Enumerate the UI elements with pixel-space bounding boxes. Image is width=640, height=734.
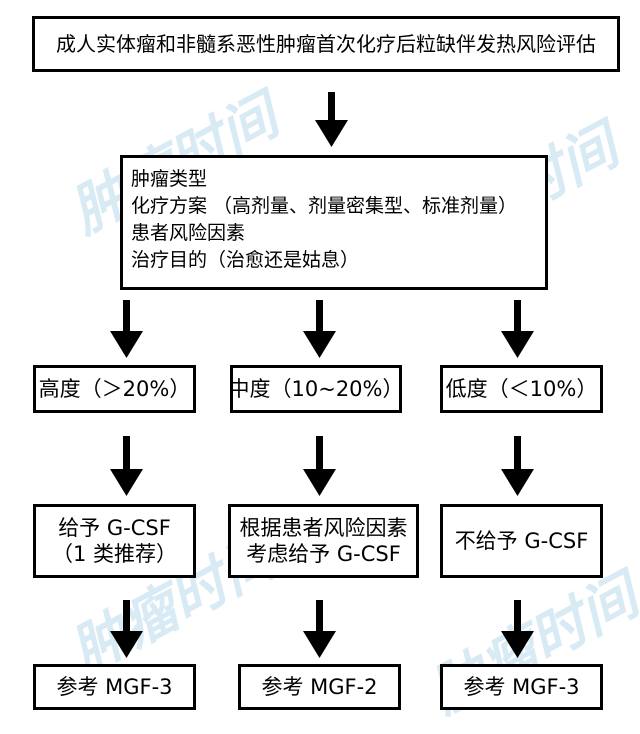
arrow-head <box>303 631 336 658</box>
arrow-shaft <box>316 436 323 471</box>
arrow-head <box>501 469 534 496</box>
arrow-head <box>315 120 348 147</box>
action-medium-line1: 根据患者风险因素 <box>239 515 408 540</box>
arrow-head <box>501 331 534 358</box>
arrow-shaft <box>316 600 323 633</box>
risk-high-box: 高度（＞20%） <box>33 365 196 413</box>
action-low-label: 不给予 G-CSF <box>454 528 589 553</box>
action-low-box: 不给予 G-CSF <box>440 504 603 578</box>
risk-medium-box: 中度（10~20%） <box>228 365 404 413</box>
arrow-shaft <box>514 300 521 333</box>
arrow-shaft <box>514 436 521 471</box>
ref-high-box: 参考 MGF-3 <box>33 664 196 710</box>
factor-patient-risk: 患者风险因素 <box>131 222 246 244</box>
ref-low-box: 参考 MGF-3 <box>440 664 603 710</box>
arrow-shaft <box>123 300 130 333</box>
factors-box: 肿瘤类型 化疗方案 （高剂量、剂量密集型、标准剂量） 患者风险因素 治疗目的（治… <box>120 155 548 290</box>
arrow-head <box>110 331 143 358</box>
arrow-head <box>110 631 143 658</box>
action-high-line2: （1 类推荐） <box>51 542 178 566</box>
arrow-shaft <box>328 92 335 122</box>
arrow-head <box>501 631 534 658</box>
title-box: 成人实体瘤和非髓系恶性肿瘤首次化疗后粒缺伴发热风险评估 <box>32 16 620 72</box>
arrow-head <box>303 469 336 496</box>
ref-high-label: 参考 MGF-3 <box>56 674 173 699</box>
factor-treatment-goal: 治疗目的（治愈还是姑息） <box>131 249 360 271</box>
action-high-box: 给予 G-CSF （1 类推荐） <box>33 504 196 578</box>
ref-medium-label: 参考 MGF-2 <box>261 674 378 699</box>
arrow-shaft <box>316 300 323 333</box>
risk-high-label: 高度（＞20%） <box>38 376 191 401</box>
action-high-line1: 给予 G-CSF <box>58 515 171 540</box>
risk-medium-label: 中度（10~20%） <box>228 376 404 401</box>
action-medium-box: 根据患者风险因素 考虑给予 G-CSF <box>228 504 419 578</box>
title-text: 成人实体瘤和非髓系恶性肿瘤首次化疗后粒缺伴发热风险评估 <box>56 31 596 56</box>
factor-tumor-type: 肿瘤类型 <box>131 168 208 190</box>
arrow-shaft <box>123 436 130 471</box>
risk-low-label: 低度（＜10%） <box>445 376 598 401</box>
factor-regimen: 化疗方案 （高剂量、剂量密集型、标准剂量） <box>131 195 518 217</box>
action-medium-line2: 考虑给予 G-CSF <box>246 542 401 566</box>
arrow-shaft <box>514 600 521 633</box>
ref-low-label: 参考 MGF-3 <box>463 674 580 699</box>
arrow-head <box>110 469 143 496</box>
arrow-shaft <box>123 600 130 633</box>
ref-medium-box: 参考 MGF-2 <box>238 664 401 710</box>
risk-low-box: 低度（＜10%） <box>440 365 603 413</box>
arrow-head <box>303 331 336 358</box>
